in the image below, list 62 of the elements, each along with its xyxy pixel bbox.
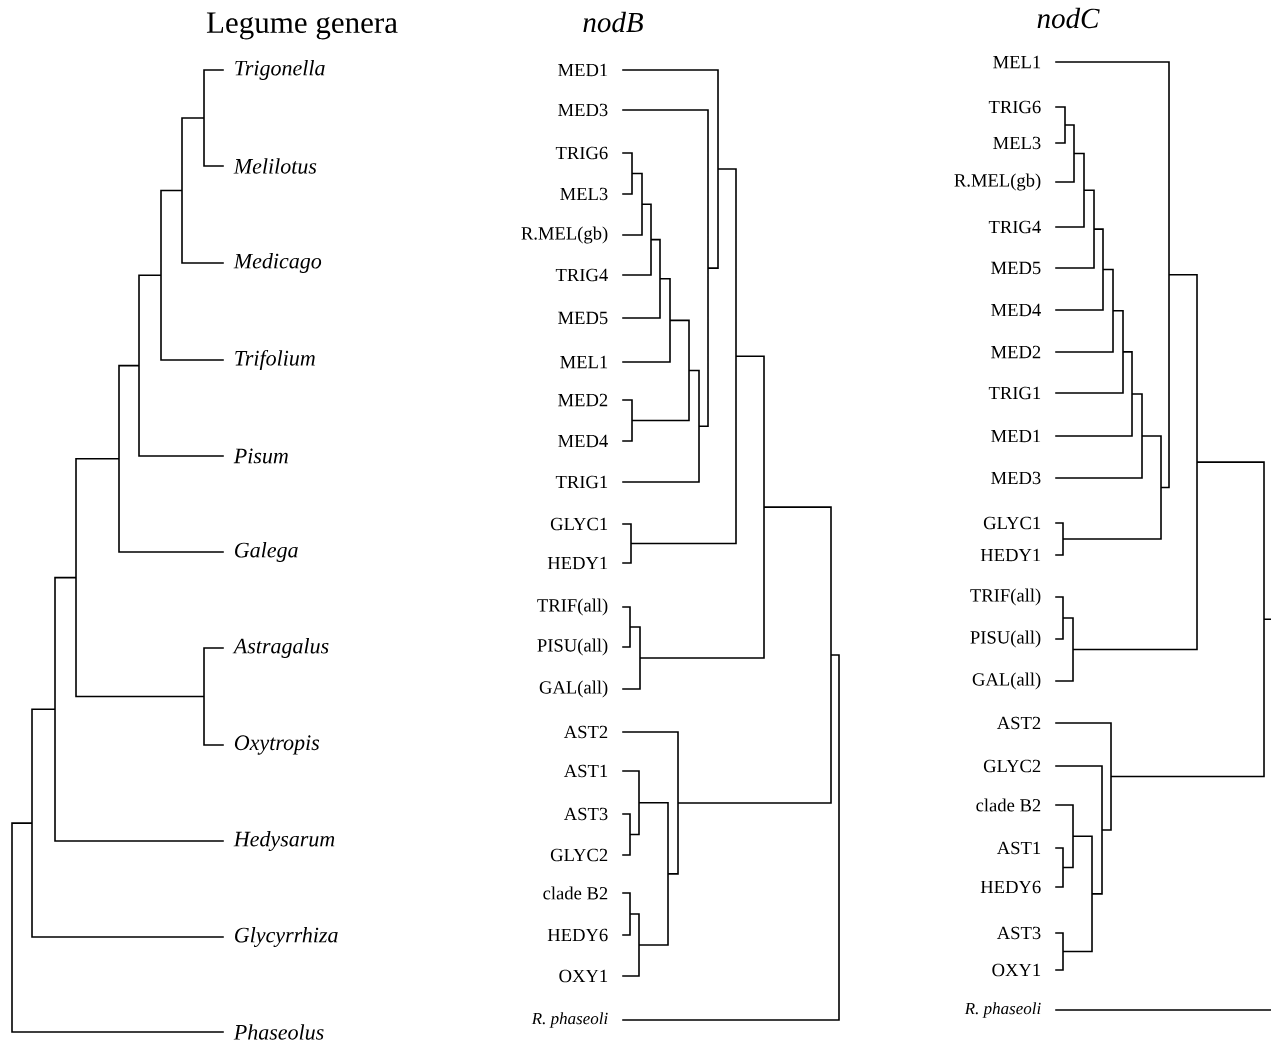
- taxon-label: HEDY6: [980, 880, 1041, 894]
- taxon-label: Galega: [235, 542, 298, 562]
- taxon-label: GLYC1: [983, 516, 1041, 530]
- taxon-label: AST1: [996, 841, 1041, 855]
- taxon-label: R.MEL(gb): [954, 173, 1041, 191]
- taxon-label: TRIF(all): [970, 588, 1041, 606]
- taxon-label: MEL3: [560, 187, 608, 201]
- taxon-label: Oxytropis: [234, 735, 320, 755]
- taxon-label: Glycyrrhiza: [235, 927, 338, 947]
- taxon-label: TRIF(all): [537, 598, 608, 616]
- taxon-label: TRIG6: [988, 100, 1041, 114]
- taxon-label: MED3: [991, 471, 1041, 485]
- panel-heading: nodC: [1037, 7, 1100, 29]
- taxon-label: TRIG4: [988, 220, 1041, 234]
- taxon-label: clade B2: [543, 886, 608, 900]
- taxon-label: AST1: [563, 764, 608, 778]
- taxon-label: GAL(all): [972, 672, 1041, 690]
- taxon-label: TRIG4: [555, 268, 608, 282]
- taxon-label: HEDY1: [980, 548, 1041, 562]
- taxon-label: AST3: [563, 807, 608, 821]
- taxon-label: GAL(all): [539, 680, 608, 698]
- taxon-label: Pisum: [233, 448, 288, 464]
- taxon-label: MEL3: [993, 136, 1041, 150]
- taxon-label: Melilotus: [233, 158, 317, 174]
- taxon-label: GLYC2: [983, 759, 1041, 773]
- taxon-label: TRIG1: [988, 386, 1041, 400]
- taxon-label: MED4: [558, 434, 608, 448]
- taxon-label: Trigonella: [235, 60, 325, 80]
- taxon-label: AST3: [996, 926, 1041, 940]
- taxon-label: Medicago: [233, 253, 322, 273]
- taxon-label: MEL1: [560, 355, 608, 369]
- taxon-label: MED5: [991, 261, 1041, 275]
- taxon-label: MED1: [558, 63, 608, 77]
- taxon-label: clade B2: [976, 798, 1041, 812]
- taxon-label: MED5: [558, 311, 608, 325]
- taxon-label: MEL1: [993, 55, 1041, 69]
- taxon-label: AST2: [563, 725, 608, 739]
- taxon-label: GLYC2: [550, 848, 608, 862]
- taxon-label: HEDY1: [547, 556, 608, 570]
- taxon-label: Phaseolus: [233, 1024, 324, 1040]
- taxon-label: MED2: [991, 345, 1041, 359]
- taxon-label: AST2: [996, 716, 1041, 730]
- taxon-label: HEDY6: [547, 928, 608, 942]
- taxon-label: OXY1: [559, 969, 608, 983]
- taxon-label: MED4: [991, 303, 1041, 317]
- taxon-label: MED2: [558, 393, 608, 407]
- taxon-label: MED1: [991, 429, 1041, 443]
- taxon-label: Astragalus: [232, 638, 329, 658]
- taxon-label: Trifolium: [235, 349, 315, 371]
- taxon-label: R. phaseoli: [964, 1002, 1041, 1018]
- taxon-label: PISU(all): [537, 638, 608, 656]
- taxon-label: MED3: [558, 103, 608, 117]
- taxon-label: GLYC1: [550, 517, 608, 531]
- taxon-label: R.MEL(gb): [521, 226, 608, 244]
- panel-heading: nodB: [583, 11, 643, 33]
- taxon-label: TRIG6: [555, 146, 608, 160]
- taxon-label: R. phaseoli: [531, 1012, 608, 1028]
- taxon-label: Hedysarum: [233, 831, 335, 851]
- taxon-label: OXY1: [992, 963, 1041, 977]
- taxon-label: PISU(all): [970, 630, 1041, 648]
- panel-heading: Legume genera: [206, 12, 398, 40]
- taxon-label: TRIG1: [555, 475, 608, 489]
